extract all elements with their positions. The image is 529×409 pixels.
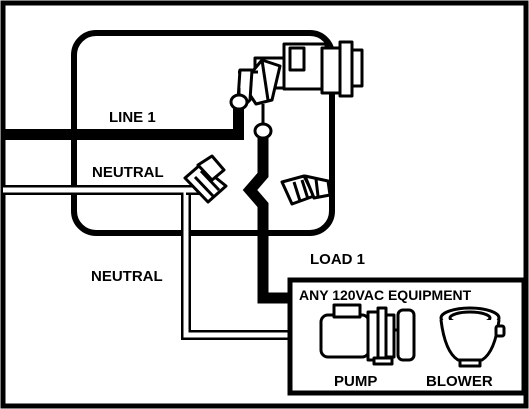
blower-label: BLOWER: [426, 373, 493, 390]
line1-wire: [3, 108, 244, 140]
line1-label: LINE 1: [109, 109, 156, 126]
terminal-line1: [229, 93, 249, 111]
load1-label: LOAD 1: [310, 251, 365, 268]
pump-icon: [319, 303, 416, 366]
timer-switch-mechanism: [236, 40, 364, 108]
wire-nut-load: [280, 174, 332, 206]
pump-label: PUMP: [334, 373, 377, 390]
load1-wire: [242, 135, 290, 304]
neutral-label-top: NEUTRAL: [92, 164, 164, 181]
terminals: [229, 88, 273, 140]
terminal-load1: [253, 122, 273, 140]
neutral-label-bottom: NEUTRAL: [91, 268, 163, 285]
wire-nut-neutral: [183, 154, 228, 204]
equipment-label: ANY 120VAC EQUIPMENT: [299, 287, 472, 303]
blower-icon: [439, 306, 506, 368]
